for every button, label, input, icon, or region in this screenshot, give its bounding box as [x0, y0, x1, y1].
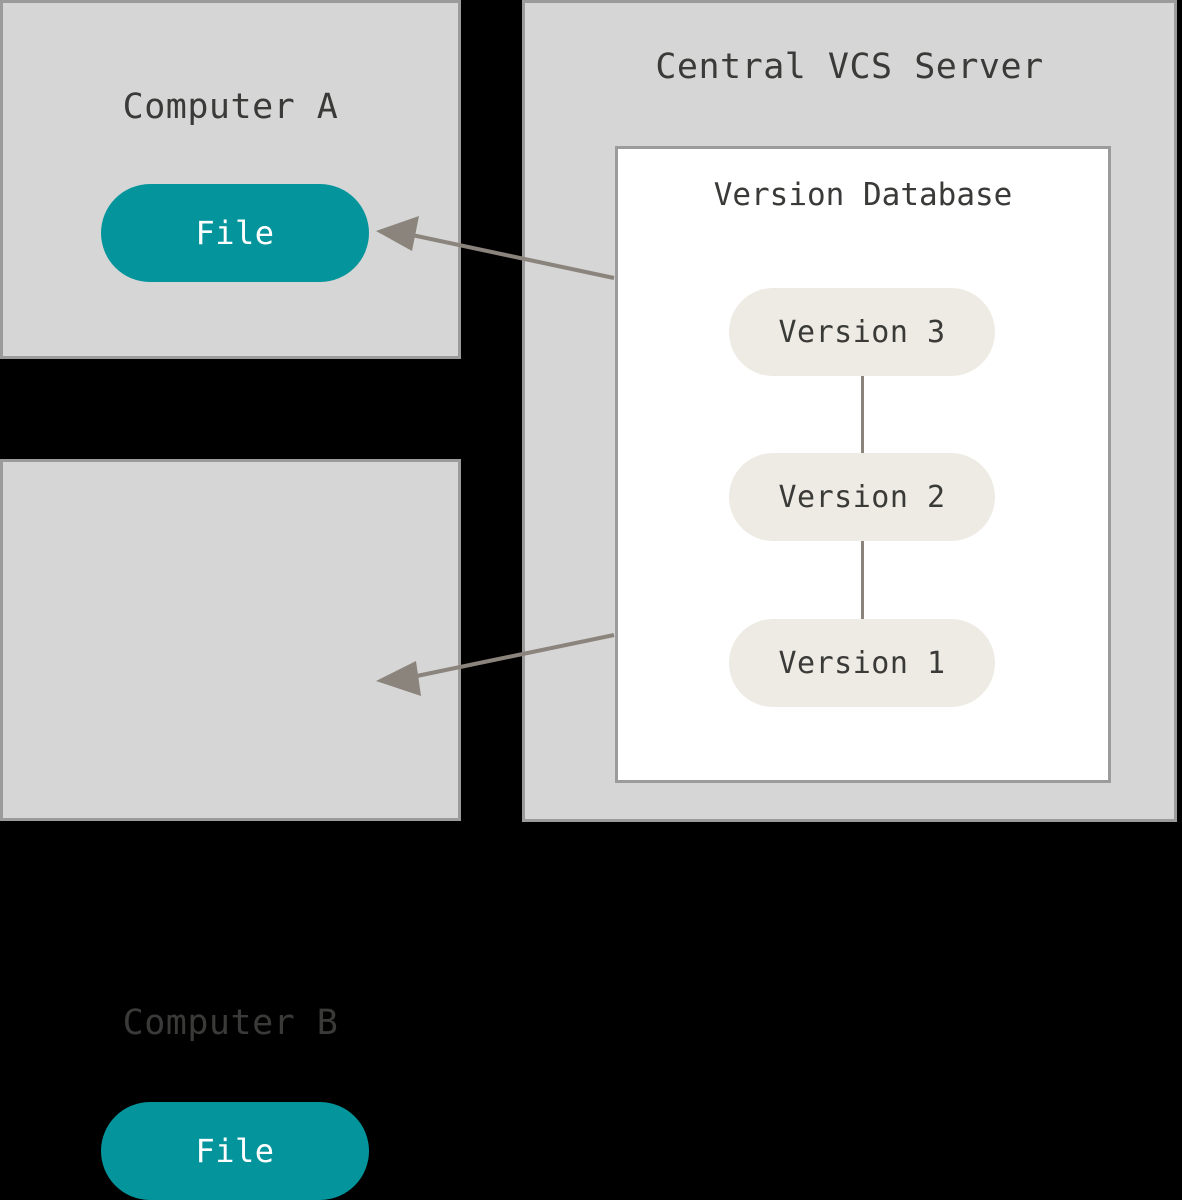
version-connector-3-to-2 [861, 376, 864, 453]
version-connector-2-to-1 [861, 541, 864, 619]
version-node-2-label: Version 2 [778, 479, 946, 515]
computer-a-panel: Computer A File [0, 0, 461, 359]
computer-a-file-label: File [195, 214, 275, 252]
version-database-title: Version Database [713, 177, 1013, 213]
computer-a-title: Computer A [122, 87, 339, 127]
central-vcs-server-panel: Central VCS Server Version Database Vers… [522, 0, 1177, 822]
version-node-3-label: Version 3 [778, 314, 946, 350]
version-node-2[interactable]: Version 2 [729, 453, 995, 541]
central-vcs-server-title: Central VCS Server [655, 47, 1044, 87]
version-database-box: Version Database Version 3 Version 2 Ver… [615, 146, 1111, 783]
computer-b-title: Computer B [122, 1003, 339, 1043]
computer-b-file-label: File [195, 1132, 275, 1170]
version-node-1-label: Version 1 [778, 645, 946, 681]
computer-b-panel: Computer B File [0, 459, 461, 1200]
version-node-3[interactable]: Version 3 [729, 288, 995, 376]
version-node-1[interactable]: Version 1 [729, 619, 995, 707]
computer-a-file-node[interactable]: File [101, 184, 369, 282]
computer-b-file-node[interactable]: File [101, 1102, 369, 1200]
